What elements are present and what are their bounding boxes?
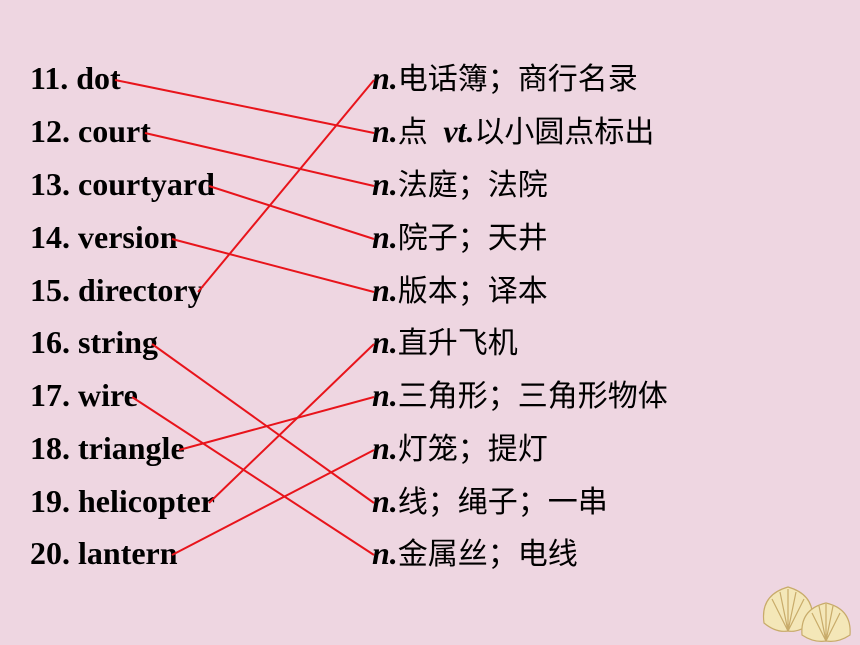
pos-label: n.: [372, 60, 398, 96]
match-line-11: [114, 79, 375, 134]
seashell-icon: [762, 586, 851, 642]
pos-label: n.: [372, 535, 398, 571]
definition-text: 直升飞机: [397, 326, 518, 361]
definition-6: n.直升飞机: [372, 322, 518, 362]
word-18: 18. triangle: [30, 430, 185, 466]
definition-1: n.电话簿；商行名录: [372, 58, 638, 98]
definition-3: n.法庭；法院: [372, 164, 548, 204]
word-15: 15. directory: [30, 272, 204, 308]
word-14: 14. version: [30, 219, 178, 255]
word-16: 16. string: [30, 324, 158, 360]
pos-label: n.: [372, 324, 398, 360]
definition-text: 灯笼；提灯: [397, 432, 548, 467]
match-line-20: [171, 449, 375, 556]
definition-text: 法庭；法院: [397, 168, 548, 203]
match-line-16: [151, 343, 375, 504]
match-line-19: [208, 343, 375, 504]
pos-label: n.: [372, 113, 398, 149]
word-11: 11. dot: [30, 60, 121, 96]
definition-text: 院子；天井: [397, 221, 548, 256]
definition-text: 电话簿；商行名录: [397, 62, 638, 97]
pos-label: n.: [372, 483, 398, 519]
match-line-14: [171, 238, 375, 293]
word-19: 19. helicopter: [30, 483, 215, 519]
match-line-12: [144, 132, 375, 187]
pos-label: n.: [372, 166, 398, 202]
pos-label: n.: [372, 272, 398, 308]
pos-label: n.: [372, 219, 398, 255]
definition-text: 三角形；三角形物体: [397, 379, 668, 414]
word-13: 13. courtyard: [30, 166, 215, 202]
word-12: 12. court: [30, 113, 151, 149]
match-line-15: [197, 79, 375, 293]
match-line-18: [178, 396, 375, 451]
match-line-17: [131, 396, 375, 556]
match-line-13: [208, 185, 375, 240]
pos-label: n.: [372, 430, 398, 466]
definition-text: 金属丝；电线: [397, 537, 578, 572]
definition-4: n.院子；天井: [372, 217, 548, 257]
definition-text: 点: [397, 115, 438, 150]
word-20: 20. lantern: [30, 535, 178, 571]
pos-label: n.: [372, 377, 398, 413]
definition-text: 版本；译本: [397, 274, 548, 309]
word-17: 17. wire: [30, 377, 138, 413]
definition-10: n.金属丝；电线: [372, 533, 578, 573]
definition-5: n.版本；译本: [372, 270, 548, 310]
definition-2: n.点 vt.以小圆点标出: [372, 111, 654, 151]
definition-text: 线；绳子；一串: [397, 485, 608, 520]
definition-7: n.三角形；三角形物体: [372, 375, 668, 415]
definition-8: n.灯笼；提灯: [372, 428, 548, 468]
definition-text-2: 以小圆点标出: [474, 115, 655, 150]
pos-label-2: vt.: [443, 113, 475, 149]
definition-9: n.线；绳子；一串: [372, 481, 608, 521]
